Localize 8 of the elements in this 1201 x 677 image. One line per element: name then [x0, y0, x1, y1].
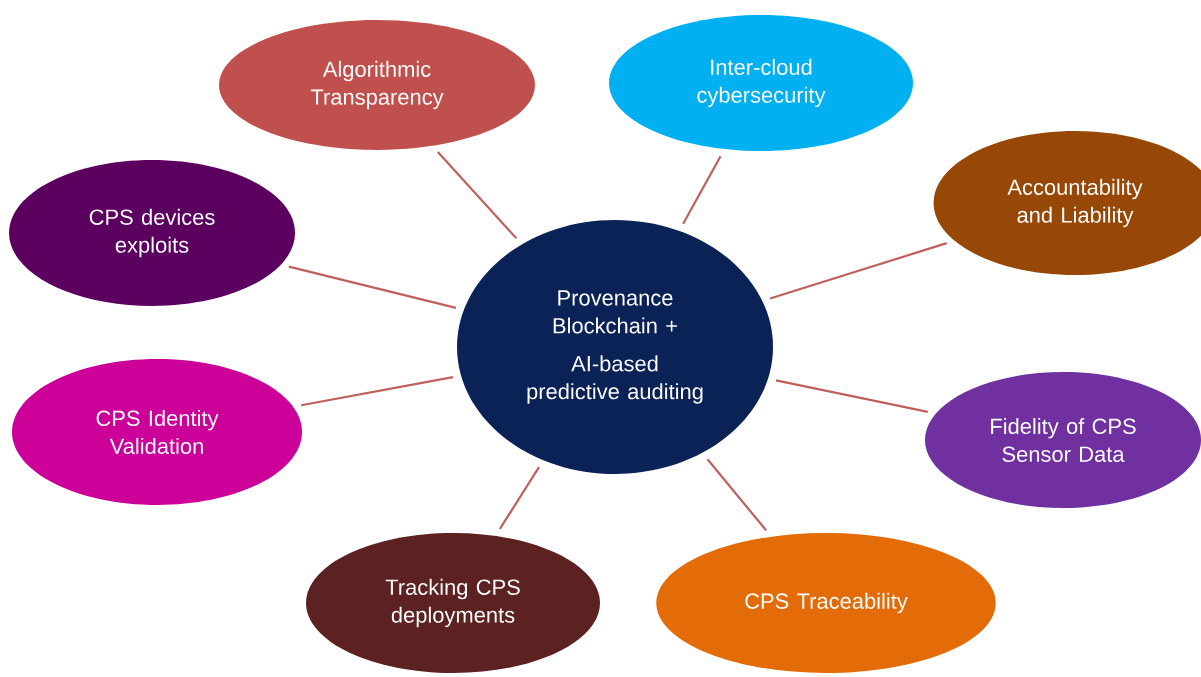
connector-line — [706, 458, 767, 532]
connector-line — [498, 466, 540, 530]
connector-line — [769, 242, 947, 300]
connector-line — [437, 151, 518, 240]
connector-line — [682, 155, 722, 225]
connector-line — [300, 375, 454, 407]
connector-line — [775, 379, 928, 413]
connector-line — [288, 265, 457, 309]
